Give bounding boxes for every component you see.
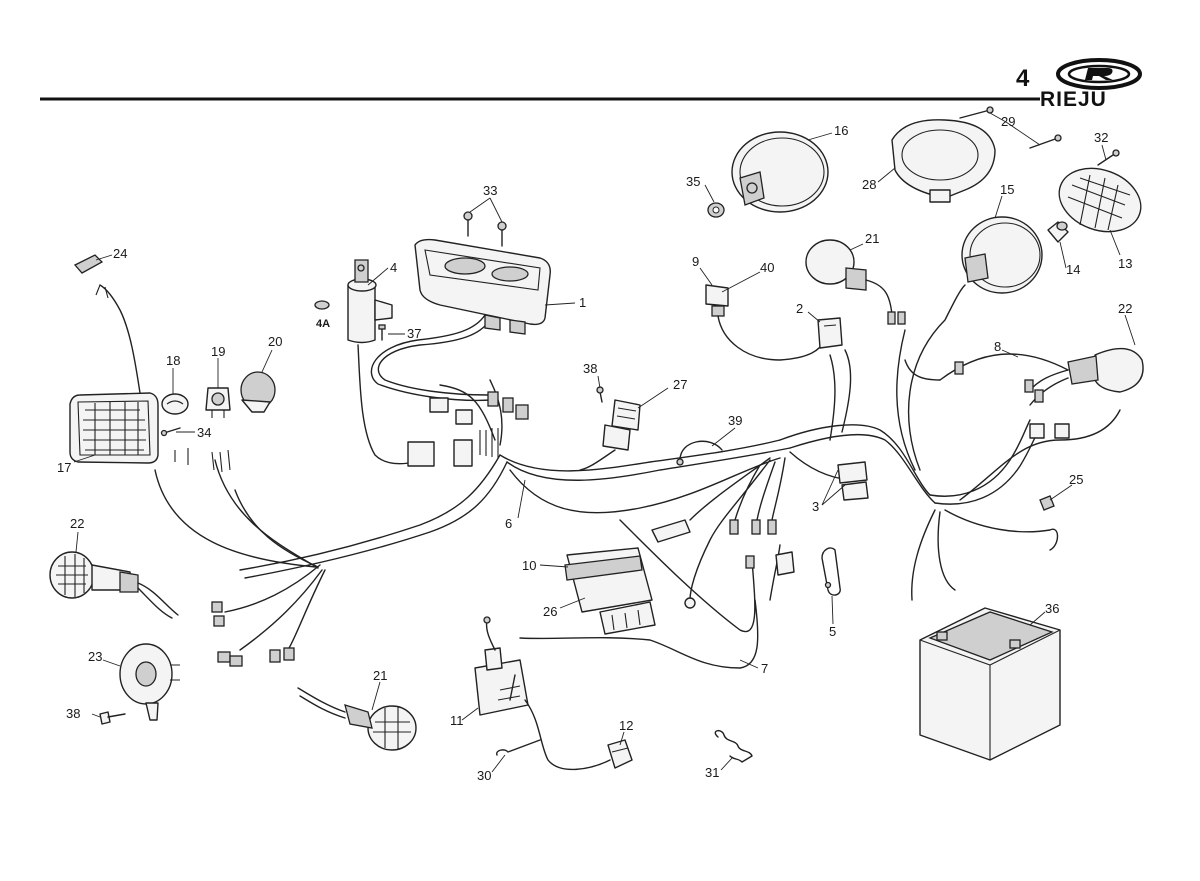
connector-27 <box>579 399 641 471</box>
wire-8 <box>904 353 1070 439</box>
headlamp-16 <box>731 131 829 213</box>
screw-38-left <box>99 711 126 725</box>
callout-40: 40 <box>760 260 774 275</box>
callout-1: 1 <box>579 295 586 310</box>
spring-31 <box>714 730 753 763</box>
tail-lens-13 <box>1058 167 1142 233</box>
callout-38-upper: 38 <box>583 361 597 376</box>
brand-logo: RIEJU <box>1040 58 1142 111</box>
callout-23: 23 <box>88 649 102 664</box>
callout-32: 32 <box>1094 130 1108 145</box>
connector-9-40 <box>705 284 826 361</box>
cdi-unit-26 <box>564 547 656 635</box>
callout-13: 13 <box>1118 256 1132 271</box>
harness-connectors <box>407 391 529 467</box>
callout-20: 20 <box>268 334 282 349</box>
callout-18: 18 <box>166 353 180 368</box>
relay-2 <box>817 317 843 349</box>
bulb-24 <box>73 254 109 299</box>
bulb-20 <box>240 371 276 413</box>
bulb-socket-19 <box>205 387 231 418</box>
callout-12: 12 <box>619 718 633 733</box>
callout-6: 6 <box>505 516 512 531</box>
screw-34 <box>160 427 181 437</box>
callout-34: 34 <box>197 425 211 440</box>
screws-33 <box>463 211 507 247</box>
callout-25: 25 <box>1069 472 1083 487</box>
callout-36: 36 <box>1045 601 1059 616</box>
callout-31: 31 <box>705 765 719 780</box>
branch-connectors <box>174 448 795 667</box>
screws-29 <box>959 106 1062 149</box>
spark-plug-cap-12 <box>607 739 633 769</box>
callout-27: 27 <box>673 377 687 392</box>
callout-9: 9 <box>692 254 699 269</box>
callout-19: 19 <box>211 344 225 359</box>
clip-30 <box>496 739 541 756</box>
horn-23 <box>119 643 180 721</box>
callout-10: 10 <box>522 558 536 573</box>
washer-4A <box>314 300 330 310</box>
callout-2: 2 <box>796 301 803 316</box>
screw-32 <box>1097 149 1120 166</box>
ignition-coil-11 <box>474 616 611 771</box>
screw-37 <box>378 324 386 341</box>
callout-29: 29 <box>1001 114 1015 129</box>
callout-4: 4 <box>390 260 397 275</box>
callout-39: 39 <box>728 413 742 428</box>
instrument-panel-1 <box>414 238 551 335</box>
headlamp-cover-28 <box>891 119 996 203</box>
cable-tie-5 <box>821 547 841 596</box>
ignition-switch-4 <box>347 259 393 344</box>
screw-38-upper <box>596 386 604 403</box>
page-header: 4 RIEJU <box>40 58 1142 111</box>
indicator-21-upper <box>805 239 906 325</box>
bulb-14 <box>1047 221 1069 243</box>
callout-15: 15 <box>1000 182 1014 197</box>
battery-36 <box>919 607 1061 761</box>
grommet-35 <box>707 202 725 218</box>
callout-11: 11 <box>450 713 464 728</box>
headlight-17 <box>69 284 159 464</box>
indicator-22-right <box>1029 347 1144 406</box>
callout-28: 28 <box>862 177 876 192</box>
callout-22-left: 22 <box>70 516 84 531</box>
callout-21-lower: 21 <box>373 668 387 683</box>
page-number: 4 <box>1016 65 1030 92</box>
callout-17: 17 <box>57 460 71 475</box>
callout-24: 24 <box>113 246 127 261</box>
callout-30: 30 <box>477 768 491 783</box>
callout-21-upper: 21 <box>865 231 879 246</box>
clip-39 <box>676 440 723 466</box>
callout-16: 16 <box>834 123 848 138</box>
connector-3 <box>837 461 869 501</box>
callout-14: 14 <box>1066 262 1080 277</box>
callout-3: 3 <box>812 499 819 514</box>
callout-5: 5 <box>829 624 836 639</box>
callout-4A: 4A <box>316 318 330 330</box>
headlamp-15 <box>961 216 1043 294</box>
callout-33: 33 <box>483 183 497 198</box>
callout-labels: 1 2 3 4 4A 5 6 7 8 9 10 11 12 13 14 15 1… <box>57 114 1132 783</box>
indicator-22-left <box>49 551 179 619</box>
brand-wordmark: RIEJU <box>1040 88 1107 111</box>
clip-25 <box>1039 495 1055 511</box>
callout-22-right: 22 <box>1118 301 1132 316</box>
callout-26: 26 <box>543 604 557 619</box>
callout-35: 35 <box>686 174 700 189</box>
callout-leaders <box>73 112 1136 773</box>
callout-7: 7 <box>761 661 768 676</box>
indicator-21-lower <box>297 687 417 751</box>
callout-38-left: 38 <box>66 706 80 721</box>
callout-37: 37 <box>407 326 421 341</box>
bulb-18 <box>161 393 189 415</box>
callout-8: 8 <box>994 339 1001 354</box>
